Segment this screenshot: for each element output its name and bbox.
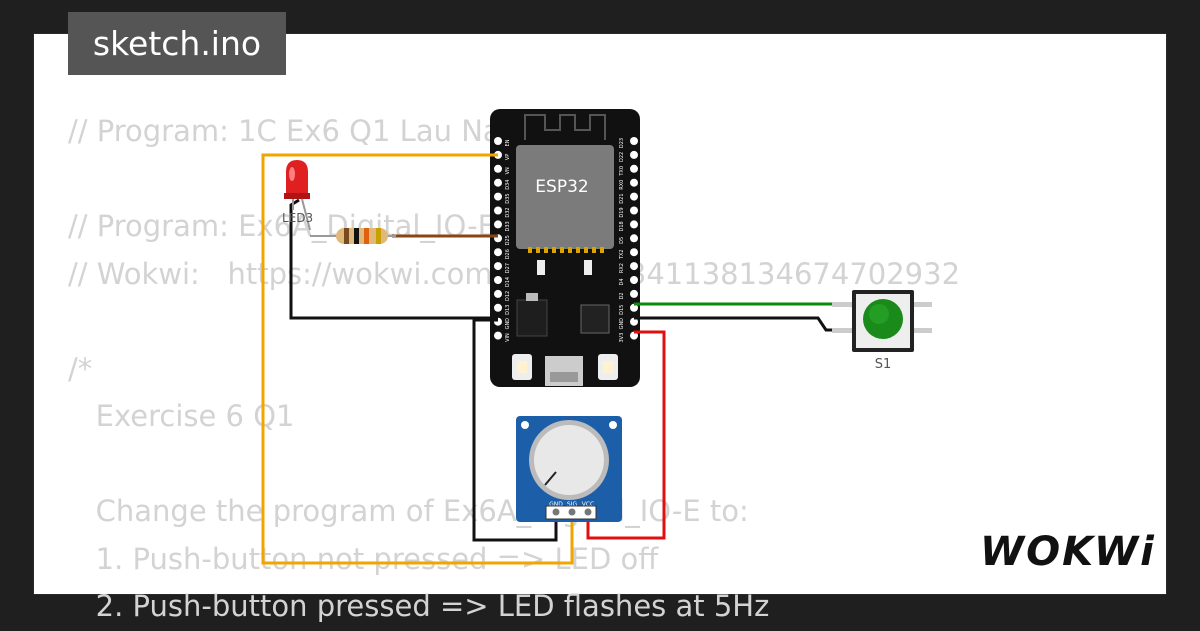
- esp32-pin-right[interactable]: [630, 220, 638, 229]
- pot-gnd-label: GND: [549, 501, 563, 508]
- esp32-pin-right[interactable]: [630, 234, 638, 243]
- esp32-pin-label: GND: [619, 318, 625, 330]
- esp32-pin-left[interactable]: [494, 331, 502, 340]
- esp32-pin-label: VIN: [505, 333, 511, 342]
- wokwi-logo-text: WOKWi: [980, 529, 1156, 575]
- code-line: Exercise 6 Q1: [68, 399, 295, 433]
- wire-green[interactable]: [634, 302, 856, 308]
- esp32-pin-label: D12: [505, 291, 511, 301]
- code-line: 2. Push-button pressed => LED flashes at…: [68, 589, 770, 623]
- wire-orange[interactable]: [261, 153, 574, 565]
- wire-black-gnd[interactable]: [472, 318, 558, 542]
- esp32-pin-label: D2: [619, 292, 625, 299]
- esp32-pin-label: TX2: [619, 249, 625, 260]
- esp32-pin-right[interactable]: [630, 276, 638, 284]
- esp32-pin-label: RX2: [619, 263, 625, 273]
- esp32-pin-label: D27: [505, 263, 511, 273]
- file-tab[interactable]: sketch.ino: [68, 12, 286, 75]
- esp32-pin-right[interactable]: [630, 317, 638, 326]
- esp32-pin-label: RX0: [619, 180, 625, 190]
- esp32-pin-label: 3V3: [619, 333, 625, 343]
- code-line: /*: [68, 351, 93, 386]
- led[interactable]: LED3: [282, 160, 313, 231]
- esp32-pin-label: D19: [619, 207, 625, 217]
- esp32-pin-left[interactable]: [494, 192, 502, 201]
- esp32-label: ESP32: [535, 177, 588, 197]
- esp32-pin-right[interactable]: [630, 164, 638, 173]
- esp32-pin-left[interactable]: [494, 276, 502, 284]
- esp32-pin-right[interactable]: [630, 150, 638, 159]
- esp32-pin-label: D18: [619, 221, 625, 231]
- esp32-pin-left[interactable]: [494, 248, 502, 257]
- esp32-pin-label: D15: [619, 305, 625, 315]
- esp32-pin-label: D26: [505, 249, 511, 259]
- esp32-pin-label: VP: [505, 154, 511, 160]
- esp32-pin-left[interactable]: [494, 164, 502, 173]
- esp32-pin-left[interactable]: [494, 220, 502, 229]
- esp32-pin-right[interactable]: [630, 262, 638, 271]
- pot-vcc-label: VCC: [582, 501, 594, 508]
- led-label: LED3: [282, 211, 313, 225]
- esp32-pin-left[interactable]: [494, 262, 502, 271]
- resistor[interactable]: [310, 228, 396, 244]
- esp32-pin-right[interactable]: [630, 289, 638, 298]
- code-line: 1. Push-button not pressed => LED off: [68, 541, 659, 576]
- esp32-pin-label: D5: [619, 237, 625, 244]
- wire-black-button[interactable]: [634, 316, 855, 332]
- esp32-pin-label: VN: [505, 167, 511, 174]
- esp32-pin-right[interactable]: [630, 178, 638, 187]
- esp32-pin-label: D4: [619, 278, 625, 285]
- esp32-board[interactable]: ESP32 ENVPVND34D35D32D33D25D26D27D14D12D…: [490, 109, 640, 387]
- potentiometer[interactable]: GND SIG VCC: [516, 416, 622, 522]
- esp32-pin-label: D23: [619, 138, 625, 148]
- esp32-pin-right[interactable]: [630, 303, 638, 312]
- esp32-pin-label: D35: [505, 193, 511, 203]
- esp32-pin-right[interactable]: [630, 248, 638, 257]
- esp32-pin-label: D14: [505, 277, 511, 287]
- esp32-pin-left[interactable]: [494, 303, 502, 312]
- esp32-pin-right[interactable]: [630, 331, 638, 340]
- pushbutton-s1[interactable]: S1: [832, 290, 932, 372]
- wokwi-logo: WOKWi: [980, 529, 1156, 575]
- esp32-pin-label: EN: [505, 139, 511, 146]
- esp32-pin-label: D32: [505, 207, 511, 217]
- esp32-pin-label: D21: [619, 193, 625, 203]
- esp32-pin-left[interactable]: [494, 137, 502, 145]
- esp32-pin-label: D34: [505, 180, 511, 190]
- esp32-pin-right[interactable]: [630, 137, 638, 145]
- wire-red[interactable]: [586, 330, 666, 540]
- esp32-pin-left[interactable]: [494, 289, 502, 298]
- esp32-pin-label: GND: [505, 318, 511, 330]
- esp32-pin-left[interactable]: [494, 206, 502, 215]
- wire-black-led[interactable]: [289, 198, 498, 320]
- esp32-pin-label: TX0: [619, 166, 625, 177]
- button-label: S1: [875, 357, 892, 372]
- esp32-pin-label: D13: [505, 305, 511, 315]
- esp32-pin-right[interactable]: [630, 206, 638, 215]
- esp32-pin-label: D33: [505, 221, 511, 231]
- pot-sig-label: SIG: [567, 501, 578, 508]
- esp32-pin-right[interactable]: [630, 192, 638, 201]
- esp32-pin-left[interactable]: [494, 178, 502, 187]
- esp32-pin-label: D25: [505, 235, 511, 245]
- esp32-pin-label: D22: [619, 152, 625, 162]
